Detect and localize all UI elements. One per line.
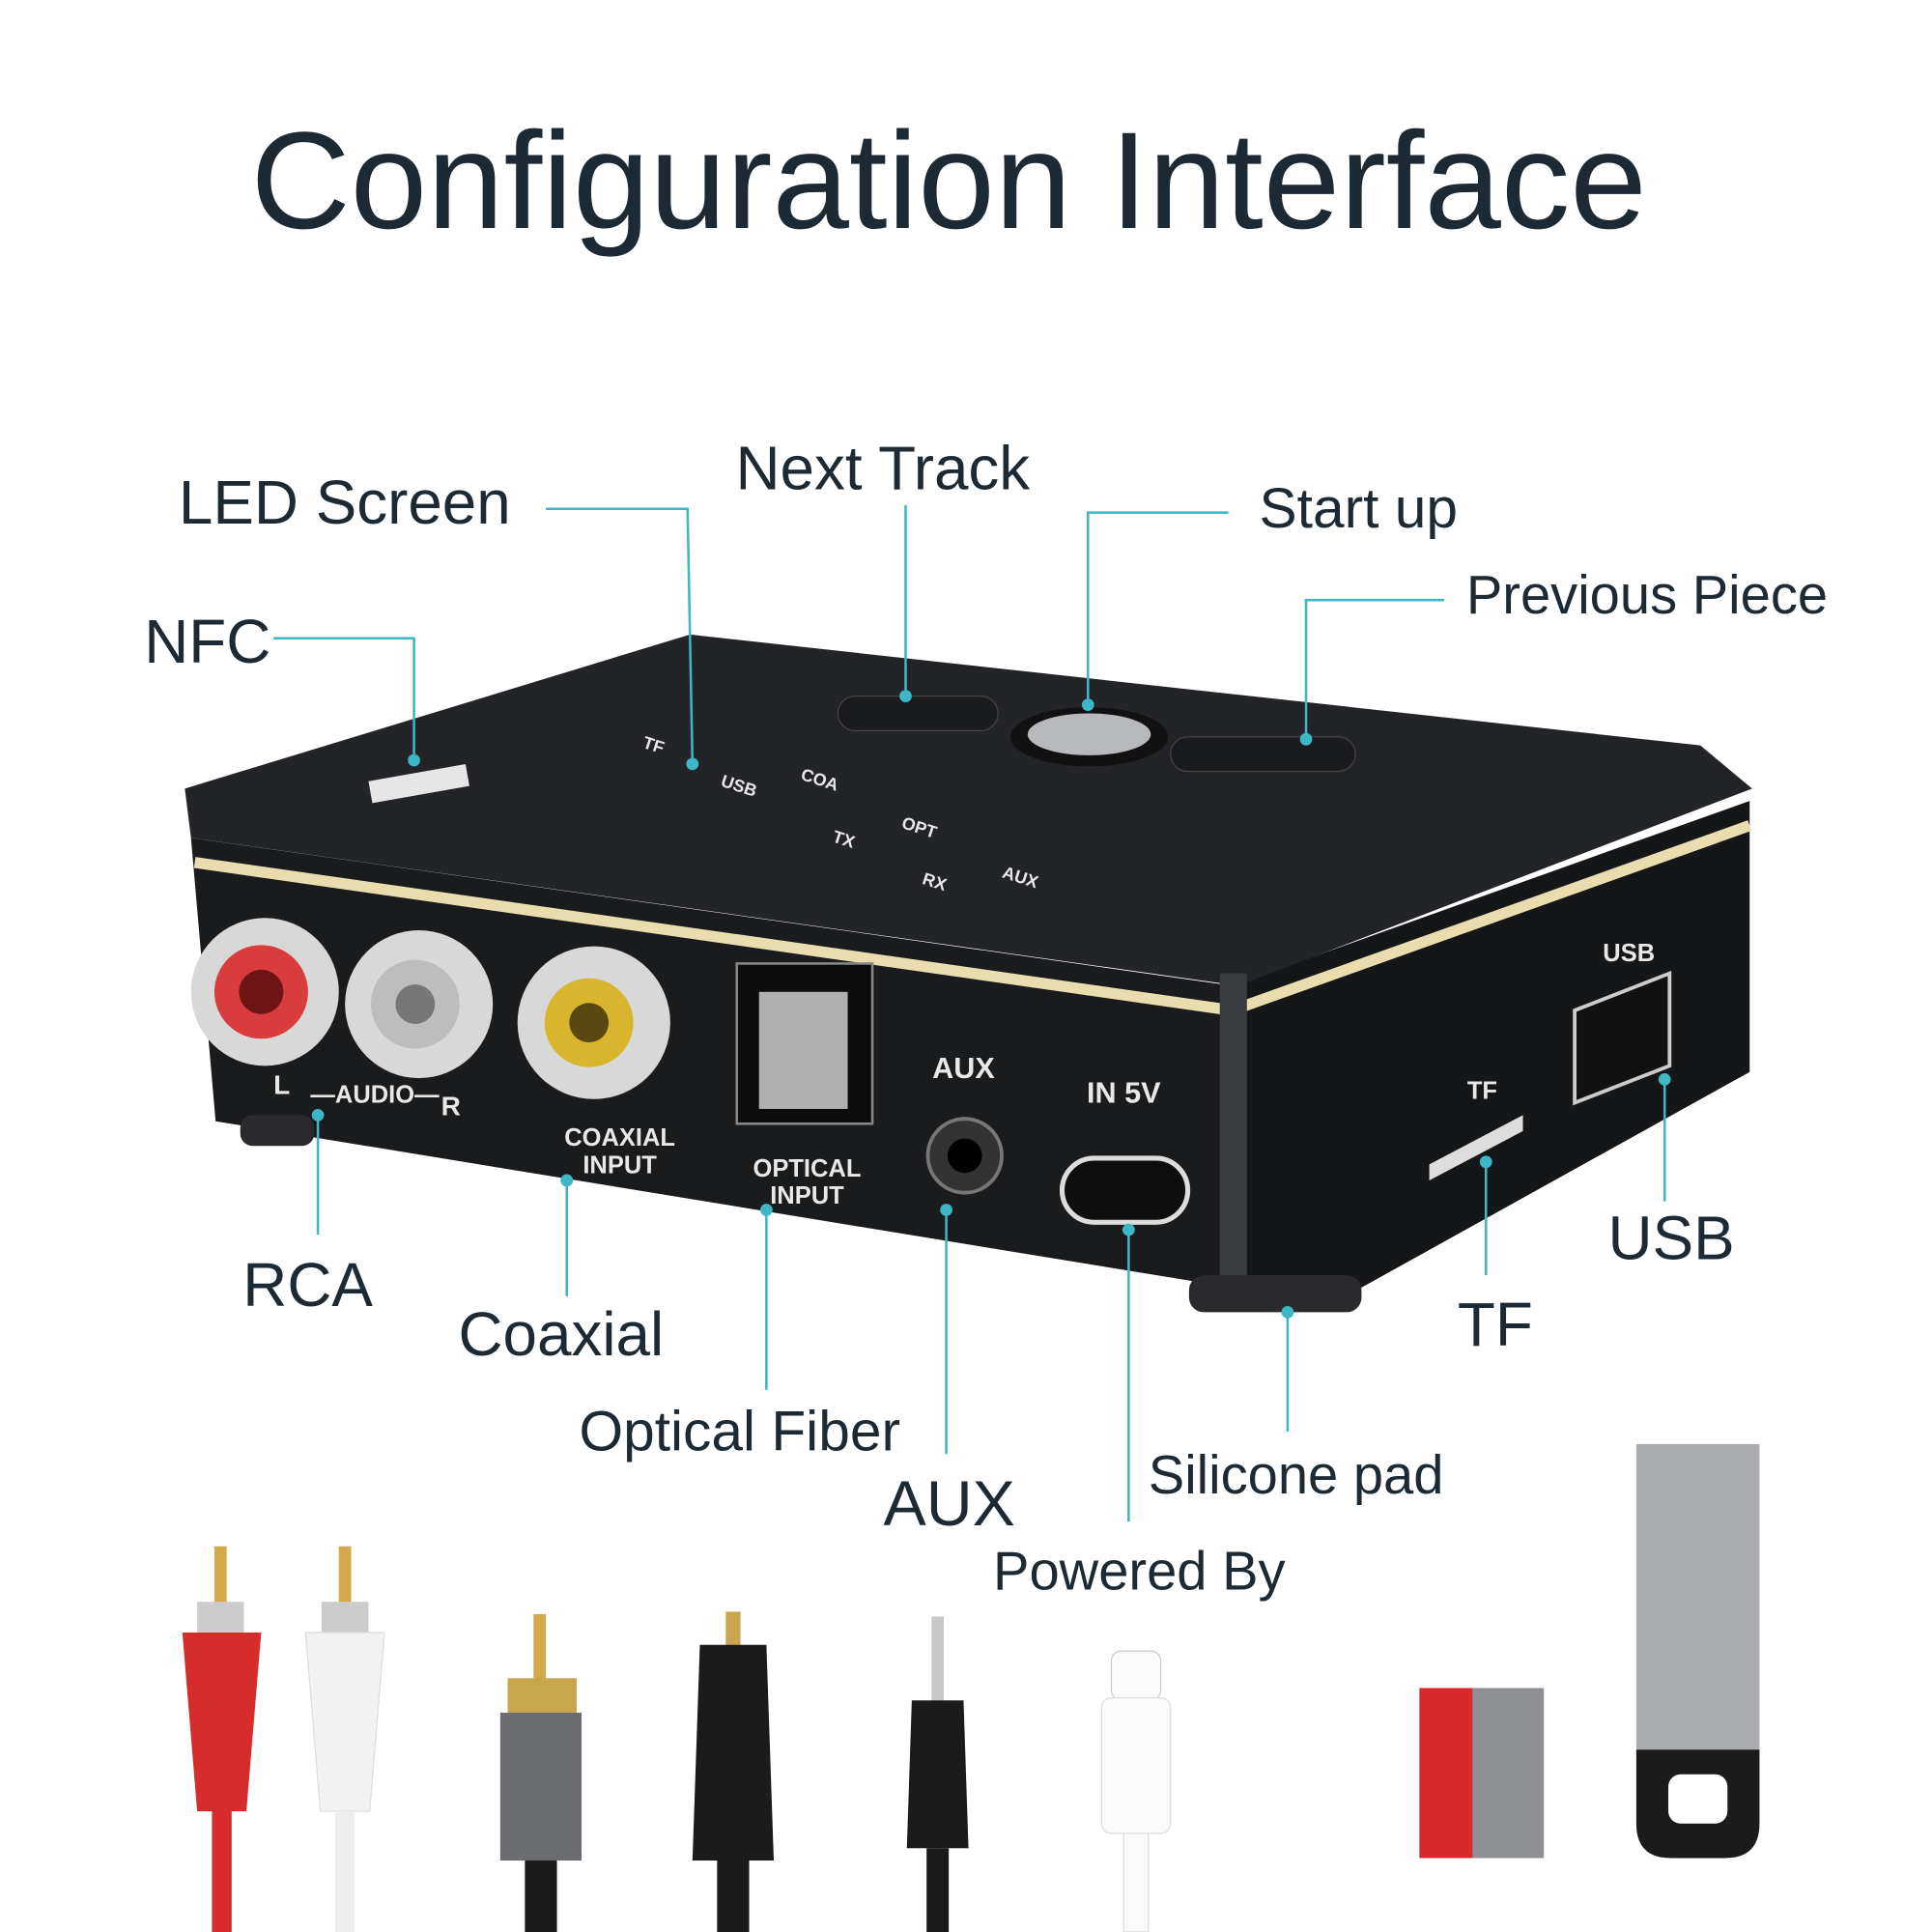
device-label: USB (1603, 940, 1655, 967)
tf-slot (1429, 1115, 1523, 1180)
callout-usb: USB (1608, 1204, 1735, 1273)
coaxial-port (517, 946, 670, 1099)
device-label: —AUDIO— (310, 1082, 440, 1109)
callout-start-up: Start up (1260, 477, 1458, 540)
previous-piece-button[interactable] (1170, 736, 1356, 773)
callout-next-track: Next Track (735, 433, 1030, 502)
callout-aux: AUX (884, 1468, 1015, 1540)
tf-card (1419, 1688, 1545, 1859)
usb-c-cable (1100, 1650, 1172, 1932)
device-label: AUX (932, 1052, 995, 1085)
leader-lines (273, 504, 1671, 1522)
callout-powered-by: Powered By (993, 1540, 1286, 1601)
usb-flash-drive (1635, 1443, 1760, 1859)
device-label: INPUT (770, 1182, 844, 1209)
rca-right-port (345, 930, 494, 1079)
device-label: TF (1467, 1078, 1497, 1105)
callout-optical-fiber: Optical Fiber (579, 1400, 900, 1463)
optical-cable (692, 1611, 775, 1932)
aux-cable (906, 1616, 969, 1932)
callout-rca: RCA (242, 1250, 373, 1320)
next-track-button[interactable] (837, 696, 999, 732)
device: TF USB COA TX OPT RX AUX L —AUDIO— R COA… (185, 634, 1752, 1313)
silicone-pad (1188, 1275, 1362, 1313)
rca-cable-red (182, 1546, 262, 1932)
page-title: Configuration Interface (251, 104, 1647, 258)
callout-tf: TF (1458, 1290, 1533, 1359)
callout-silicone-pad: Silicone pad (1149, 1444, 1444, 1505)
device-label: INPUT (582, 1151, 657, 1179)
device-label: R (441, 1091, 461, 1121)
nfc-icon (368, 764, 469, 804)
usb-port (1573, 970, 1672, 1106)
callout-coaxial: Coaxial (458, 1299, 664, 1369)
callout-nfc: NFC (144, 607, 270, 676)
usb-c-port (1059, 1155, 1191, 1225)
callout-previous-piece: Previous Piece (1466, 564, 1828, 625)
coaxial-cable (499, 1613, 582, 1932)
device-label: L (273, 1070, 290, 1100)
callout-led-screen: LED Screen (179, 468, 511, 537)
rca-left-port (190, 918, 339, 1066)
device-label: OPTICAL (753, 1155, 861, 1182)
device-label: IN 5V (1087, 1077, 1161, 1110)
device-label: COAXIAL (564, 1124, 675, 1151)
rca-cable-white (304, 1546, 385, 1932)
